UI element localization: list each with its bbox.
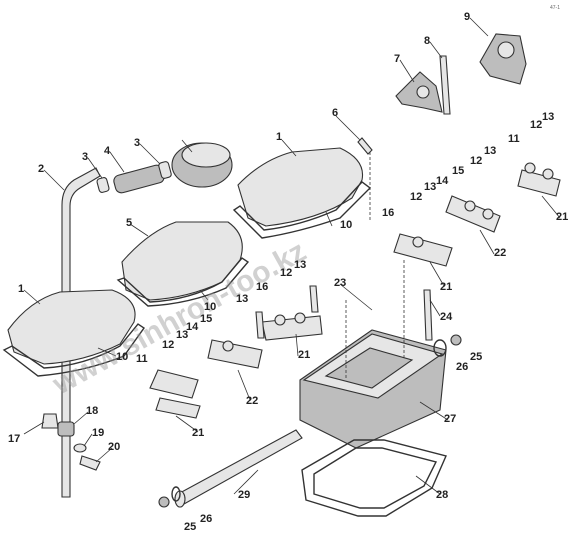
callout-12: 12 [410, 191, 422, 203]
valve-cover-gasket-upper [232, 181, 372, 239]
bracket-hole-small [416, 85, 430, 99]
callout-21: 21 [440, 281, 452, 293]
callout-8: 8 [424, 35, 430, 47]
callout-5: 5 [126, 217, 132, 229]
callout-3: 3 [134, 137, 140, 149]
callout-11: 11 [508, 133, 520, 145]
callout-16: 16 [382, 207, 394, 219]
callout-18: 18 [86, 405, 98, 417]
callout-9: 9 [464, 11, 470, 23]
callout-10: 10 [204, 301, 216, 313]
callout-13: 13 [176, 329, 188, 341]
callout-4: 4 [104, 145, 111, 157]
stud-left [255, 311, 265, 339]
corner-mark: 47-1 [550, 5, 560, 11]
callout-24: 24 [440, 311, 453, 323]
rocker-assembly-center [261, 312, 323, 341]
callout-2: 2 [38, 163, 44, 175]
bolt-6 [357, 137, 373, 155]
callout-10: 10 [340, 219, 352, 231]
callout-17: 17 [8, 433, 20, 445]
leader-lines [23, 17, 561, 495]
breather-hose [113, 164, 165, 194]
callout-13: 13 [294, 259, 306, 271]
stud-center [309, 285, 319, 313]
callout-12: 12 [162, 339, 174, 351]
rocker-assembly-lower-left [149, 369, 201, 419]
rocker-assembly-mid-right [445, 195, 501, 233]
callout-14: 14 [186, 321, 199, 333]
callout-23: 23 [334, 277, 346, 289]
callout-25: 25 [470, 351, 482, 363]
rocker-assembly-left [207, 339, 263, 369]
callout-22: 22 [246, 395, 258, 407]
callout-14: 14 [436, 175, 449, 187]
callout-26: 26 [456, 361, 468, 373]
callout-19: 19 [92, 427, 104, 439]
plug-25-bottom [158, 496, 170, 508]
stud-8 [439, 55, 451, 115]
oring-26-right [433, 339, 447, 357]
callout-27: 27 [444, 413, 456, 425]
callout-15: 15 [452, 165, 464, 177]
callout-1: 1 [18, 283, 24, 295]
cylinder-head-cavity [324, 347, 414, 389]
callout-13: 13 [424, 181, 436, 193]
callout-21: 21 [192, 427, 204, 439]
callout-15: 15 [200, 313, 212, 325]
callout-7: 7 [394, 53, 400, 65]
callout-13: 13 [236, 293, 248, 305]
oil-pan-gasket [301, 439, 447, 517]
bolt-20 [79, 455, 101, 471]
callout-28: 28 [436, 489, 448, 501]
clamp-left [96, 177, 110, 193]
callout-11: 11 [136, 353, 148, 365]
callout-6: 6 [332, 107, 338, 119]
callout-10: 10 [116, 351, 128, 363]
callout-25: 25 [184, 521, 196, 533]
callout-1: 1 [276, 131, 282, 143]
oring-26-bottom [171, 486, 181, 502]
lifting-bracket-large [479, 33, 527, 85]
callout-22: 22 [494, 247, 506, 259]
callout-13: 13 [484, 145, 496, 157]
callout-21: 21 [298, 349, 310, 361]
callout-12: 12 [530, 119, 542, 131]
callout-3: 3 [82, 151, 88, 163]
callout-12: 12 [280, 267, 292, 279]
rocker-assembly-upper-right [517, 162, 561, 197]
plug-25-right [450, 334, 462, 346]
bolt-17 [41, 413, 59, 429]
callout-labels: 1 1 2 3 3 4 5 6 7 8 9 10 10 10 11 11 12 … [8, 11, 568, 533]
callout-12: 12 [470, 155, 482, 167]
callout-20: 20 [108, 441, 120, 453]
rocker-assembly-right-lower [393, 233, 453, 267]
bracket-18 [57, 421, 75, 437]
clamp-right [158, 161, 172, 179]
bracket-hole-large [497, 41, 515, 59]
callout-26: 26 [200, 513, 212, 525]
valve-cover-lower [7, 289, 136, 365]
callout-29: 29 [238, 489, 250, 501]
valve-cover-gasket-lower [2, 323, 145, 377]
valve-cover-upper [237, 147, 364, 227]
breather-cap-top [181, 142, 231, 168]
valve-cover-gasket-middle [116, 257, 250, 307]
callout-16: 16 [256, 281, 268, 293]
stud-24 [423, 289, 433, 341]
callout-21: 21 [556, 211, 568, 223]
washer-19 [73, 443, 87, 453]
valve-cover-middle [121, 221, 243, 301]
callout-13: 13 [542, 111, 554, 123]
